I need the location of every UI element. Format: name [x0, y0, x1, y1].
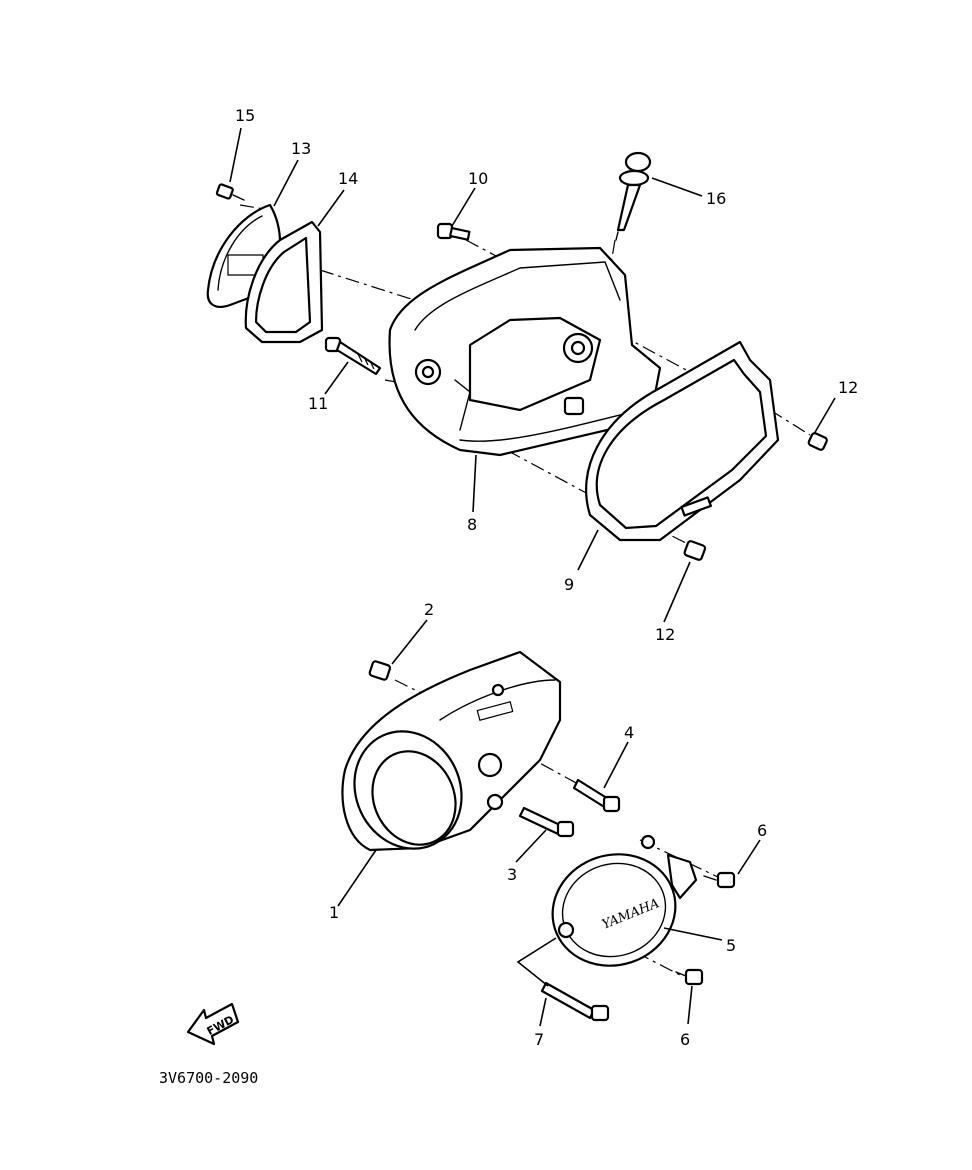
callout-14: 14	[338, 169, 358, 188]
screw-6-upper	[704, 873, 734, 887]
crankcase-cover-8	[390, 248, 660, 455]
bolt-11	[326, 338, 380, 374]
callout-16: 16	[706, 189, 726, 208]
callout-15: 15	[235, 106, 255, 125]
callout-12-bottom: 12	[655, 625, 675, 644]
callout-5: 5	[726, 936, 736, 955]
callout-7: 7	[534, 1030, 544, 1049]
bolt-3	[520, 808, 573, 836]
gasket-14	[246, 222, 322, 342]
callout-1: 1	[329, 903, 339, 922]
breather-16	[616, 153, 650, 240]
callout-10: 10	[468, 169, 488, 188]
callout-2: 2	[424, 600, 434, 619]
kick-cover-5: YAMAHA	[538, 836, 696, 981]
bolt-7	[542, 983, 608, 1020]
gasket-9	[586, 342, 778, 540]
callout-11: 11	[308, 394, 328, 413]
callout-6-upper: 6	[757, 821, 767, 840]
dowel-12-bottom	[684, 540, 706, 560]
callout-8: 8	[467, 515, 477, 534]
callout-9: 9	[564, 575, 574, 594]
bolt-10	[438, 224, 469, 240]
part-callouts: 15 13 14 10 16 11 12 8 9 12 2 4 3 1 6 5 …	[235, 106, 858, 1049]
clutch-cover-1	[336, 652, 560, 866]
callout-4: 4	[624, 723, 634, 742]
callout-12-right: 12	[838, 378, 858, 397]
dowel-2	[369, 661, 391, 681]
leader-lines	[230, 128, 835, 1026]
callout-6-lower: 6	[680, 1030, 690, 1049]
forward-arrow-icon: FWD	[188, 1004, 238, 1044]
callout-3: 3	[507, 865, 517, 884]
bolt-4	[574, 780, 619, 811]
bolt-15	[216, 184, 244, 200]
drawing-code: 3V6700-2090	[159, 1069, 258, 1087]
screw-6-lower	[676, 970, 702, 984]
callout-13: 13	[291, 139, 311, 158]
dowel-12-right	[808, 432, 828, 451]
